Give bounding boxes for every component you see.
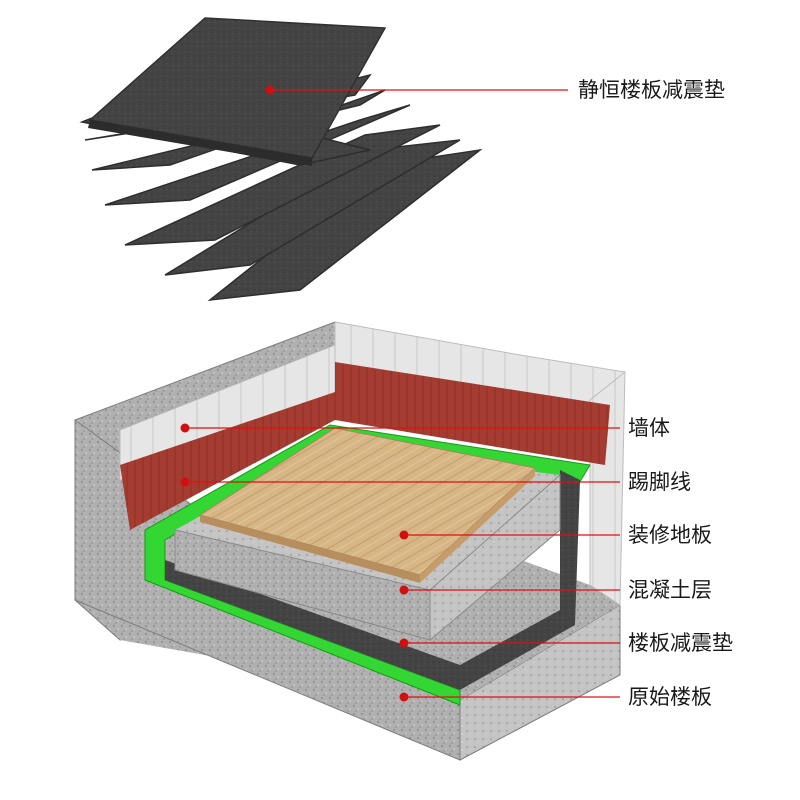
foam-pad-stack (82, 18, 480, 300)
layer-label-skirting: 踢脚线 (628, 472, 691, 493)
layer-label-concrete: 混凝土层 (628, 580, 712, 601)
layer-label-wall: 墙体 (628, 418, 670, 439)
layer-label-pad: 楼板减震垫 (628, 633, 733, 654)
foam-sheet-top (90, 18, 385, 158)
layer-label-floor: 装修地板 (628, 525, 712, 546)
floor-section (75, 322, 625, 760)
layer-label-slab: 原始楼板 (628, 687, 712, 708)
product-label: 静恒楼板减震垫 (578, 80, 725, 101)
